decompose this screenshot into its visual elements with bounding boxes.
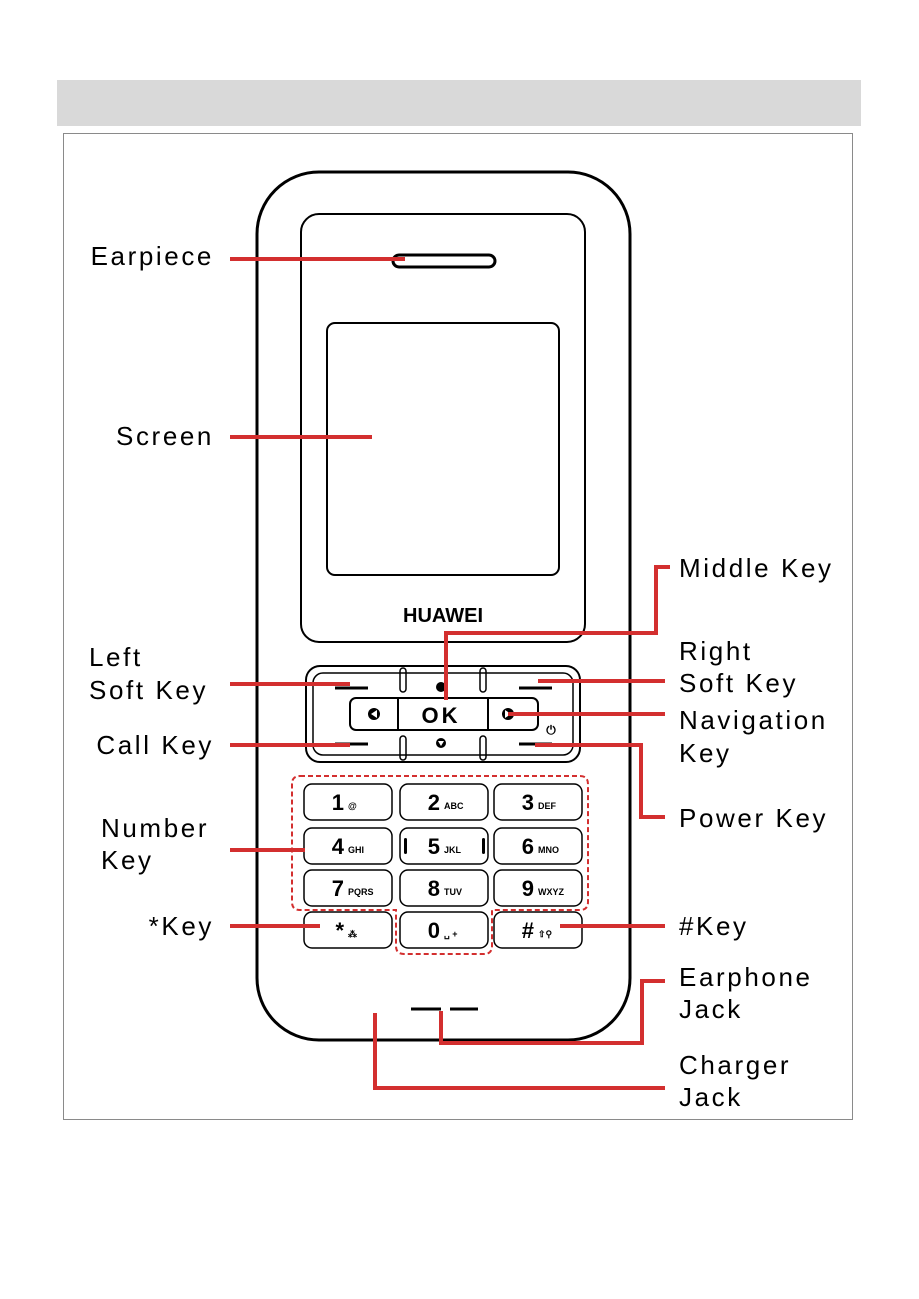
leader-earphone-jack xyxy=(441,981,665,1043)
key-5-tactile-mark xyxy=(482,838,485,854)
key-digit-label: 6 xyxy=(522,834,534,859)
label-left-soft-key-1: Left xyxy=(89,642,143,672)
key-digit-label: 2 xyxy=(428,790,440,815)
key-letters-label: WXYZ xyxy=(538,887,565,897)
key-letters-label: ⁂ xyxy=(348,928,357,939)
key-letters-label: ⇧⚲ xyxy=(538,929,553,939)
label-charger-jack-1: Charger xyxy=(679,1050,791,1080)
key-digit-label: 1 xyxy=(332,790,344,815)
key-letters-label: JKL xyxy=(444,845,462,855)
key-letters-label: GHI xyxy=(348,845,364,855)
label-number-key-1: Number xyxy=(101,813,209,843)
key-digit-label: 7 xyxy=(332,876,344,901)
label-screen: Screen xyxy=(116,421,214,451)
key-digit-label: 8 xyxy=(428,876,440,901)
brand-logo: HUAWEI xyxy=(403,605,483,627)
ok-key[interactable]: OK xyxy=(422,703,461,728)
leader-charger-jack xyxy=(375,1013,665,1088)
earpiece-slot xyxy=(393,255,495,267)
nav-separator xyxy=(480,736,486,760)
label-power-key: Power Key xyxy=(679,803,828,833)
key-digit-label: 4 xyxy=(332,834,345,859)
key-digit-label: 0 xyxy=(428,918,440,943)
nav-separator xyxy=(400,668,406,692)
display-screen xyxy=(327,323,559,575)
label-star-key: *Key xyxy=(149,911,214,941)
label-navigation-key-2: Key xyxy=(679,738,732,768)
key-digit-label: 5 xyxy=(428,834,440,859)
label-middle-key: Middle Key xyxy=(679,553,834,583)
key-digit-label: * xyxy=(335,918,344,943)
label-number-key-2: Key xyxy=(101,845,154,875)
label-hash-key: #Key xyxy=(679,911,749,941)
key-digit-label: # xyxy=(522,918,534,943)
label-navigation-key-1: Navigation xyxy=(679,705,828,735)
label-earphone-jack-2: Jack xyxy=(679,994,743,1024)
key-letters-label: TUV xyxy=(444,887,462,897)
label-left-soft-key-2: Soft Key xyxy=(89,675,208,705)
key-5-tactile-mark xyxy=(404,838,407,854)
key-digit-label: 3 xyxy=(522,790,534,815)
nav-separator xyxy=(480,668,486,692)
key-letters-label: ␣ + xyxy=(444,929,457,940)
label-right-soft-key-2: Soft Key xyxy=(679,668,798,698)
key-letters-label: ABC xyxy=(444,801,464,811)
key-letters-label: DEF xyxy=(538,801,557,811)
label-right-soft-key-1: Right xyxy=(679,636,753,666)
key-digit-label: 9 xyxy=(522,876,534,901)
key-letters-label: PQRS xyxy=(348,887,374,897)
label-charger-jack-2: Jack xyxy=(679,1082,743,1112)
nav-separator xyxy=(400,736,406,760)
label-call-key: Call Key xyxy=(96,730,214,760)
key-letters-label: MNO xyxy=(538,845,559,855)
label-earpiece: Earpiece xyxy=(91,241,214,271)
label-earphone-jack-1: Earphone xyxy=(679,962,813,992)
power-icon: ⏻ xyxy=(546,723,556,737)
key-letters-label: @ xyxy=(348,801,357,811)
upper-panel xyxy=(301,214,585,642)
